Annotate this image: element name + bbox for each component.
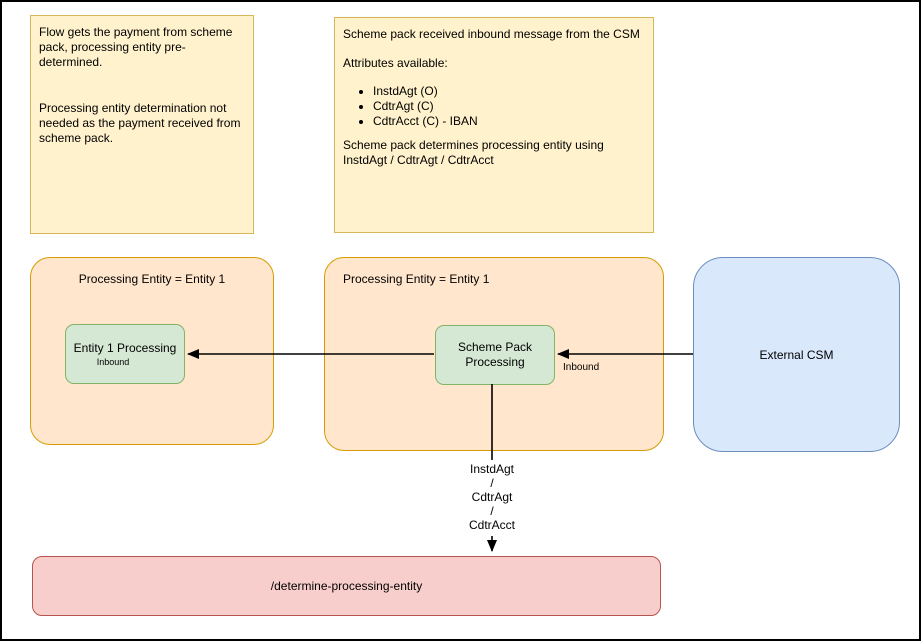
node-label: Scheme Pack Processing — [457, 340, 533, 369]
note-paragraph: Flow gets the payment from scheme pack, … — [39, 25, 233, 69]
node-determine-processing-entity: /determine-processing-entity — [32, 556, 661, 616]
edge-label-attributes: InstdAgt / CdtrAgt / CdtrAcct — [452, 460, 532, 536]
node-sublabel-inbound: Inbound — [96, 356, 130, 367]
note-paragraph: Scheme pack received inbound message fro… — [343, 27, 640, 41]
edge-label-inbound: Inbound — [563, 362, 600, 373]
bullet-item: CdtrAgt (C) — [373, 99, 645, 114]
node-label: External CSM — [759, 347, 834, 362]
group-container-scheme-pack: Processing Entity = Entity 1 Scheme Pack… — [324, 257, 664, 451]
attributes-bullet-list: InstdAgt (O) CdtrAgt (C) CdtrAcct (C) - … — [373, 84, 645, 129]
group-container-entity1: Processing Entity = Entity 1 Entity 1 Pr… — [30, 257, 274, 445]
bullet-item: InstdAgt (O) — [373, 84, 645, 99]
note-paragraph: Processing entity determination not need… — [39, 101, 241, 145]
sticky-note-scheme-pack-details: Scheme pack received inbound message fro… — [334, 17, 654, 233]
group-title: Processing Entity = Entity 1 — [78, 272, 226, 286]
node-scheme-pack-processing: Scheme Pack Processing — [435, 325, 555, 385]
group-title: Processing Entity = Entity 1 — [343, 272, 490, 286]
bullet-item: CdtrAcct (C) - IBAN — [373, 114, 645, 129]
node-external-csm: External CSM — [693, 257, 900, 452]
note-paragraph: Attributes available: — [343, 56, 448, 70]
sticky-note-flow-summary: Flow gets the payment from scheme pack, … — [30, 15, 254, 234]
node-label: Entity 1 Processing — [73, 340, 177, 355]
node-entity1-processing: Entity 1 Processing Inbound — [65, 324, 185, 384]
node-label: /determine-processing-entity — [270, 579, 423, 593]
note-paragraph: Scheme pack determines processing entity… — [343, 138, 604, 167]
